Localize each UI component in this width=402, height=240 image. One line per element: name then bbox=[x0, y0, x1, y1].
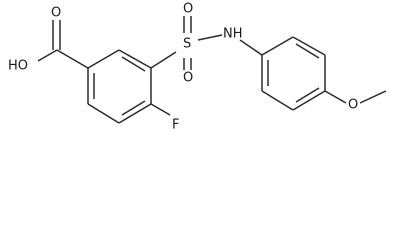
bond bbox=[150, 103, 171, 116]
bond bbox=[56, 49, 89, 69]
amine-group: NH bbox=[223, 27, 263, 56]
bond bbox=[239, 39, 263, 56]
bond bbox=[292, 36, 326, 56]
bond bbox=[87, 103, 120, 124]
bond bbox=[324, 90, 347, 104]
fluorine-label: F bbox=[172, 118, 179, 133]
fluoro-substituent: F bbox=[150, 103, 179, 133]
bond bbox=[118, 49, 152, 69]
carbonyl-oxygen-label: O bbox=[51, 6, 61, 21]
bond bbox=[37, 49, 58, 62]
bond bbox=[261, 90, 294, 111]
bond bbox=[292, 90, 326, 111]
amine-label: NH bbox=[223, 27, 243, 42]
sulfur-label: S bbox=[183, 37, 191, 52]
bond bbox=[261, 36, 294, 56]
structure-diagram: HO O F O S O NH O bbox=[8, 2, 387, 133]
sulfonyl-group: O S O bbox=[150, 2, 223, 86]
bond bbox=[118, 103, 152, 124]
bond bbox=[87, 49, 120, 69]
benzoic-acid-ring bbox=[87, 49, 152, 124]
double-bond-inner bbox=[295, 87, 320, 103]
double-bond-inner bbox=[121, 100, 146, 116]
molecule-drawing: HO O F O S O NH O bbox=[8, 2, 387, 133]
hydroxyl-label: HO bbox=[8, 59, 28, 74]
double-bond-inner bbox=[121, 56, 146, 72]
sulfonyl-oxygen-top-label: O bbox=[183, 2, 193, 17]
bond bbox=[197, 34, 223, 41]
bond bbox=[359, 90, 387, 104]
methoxy-group: O bbox=[324, 90, 387, 113]
sulfonyl-oxygen-bottom-label: O bbox=[183, 71, 193, 86]
methoxy-oxygen-label: O bbox=[348, 98, 358, 113]
carboxylic-acid-group: HO O bbox=[8, 6, 89, 74]
methoxyphenyl-ring bbox=[261, 36, 326, 111]
bond bbox=[150, 51, 177, 69]
double-bond-inner bbox=[295, 43, 320, 59]
